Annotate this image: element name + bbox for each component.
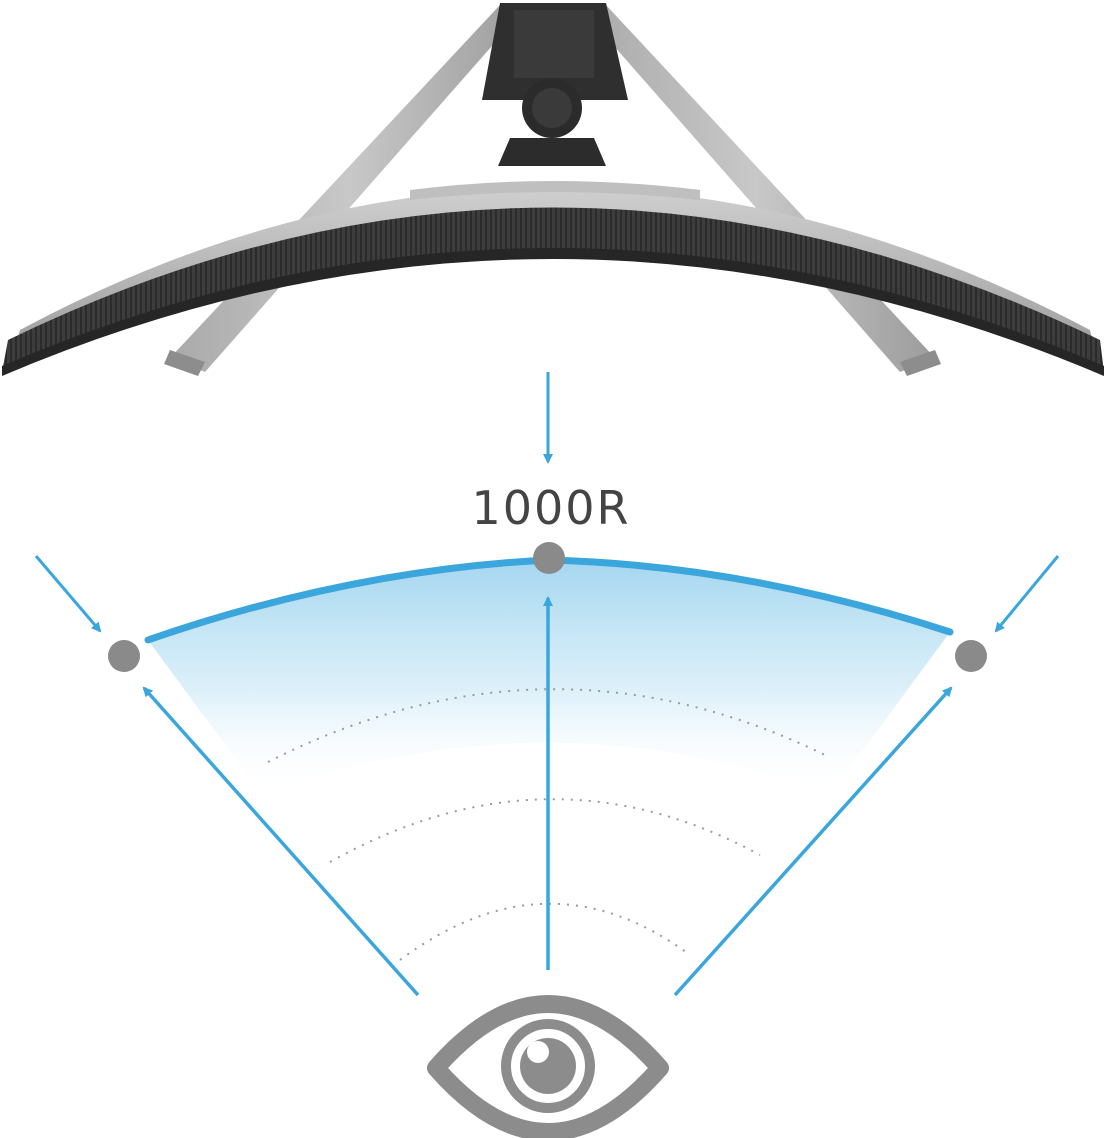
stand-neck-inner bbox=[514, 10, 594, 78]
sight-lines bbox=[142, 596, 953, 997]
focal-point-right bbox=[955, 640, 987, 672]
monitor-back-ridge bbox=[410, 181, 700, 200]
curved-monitor-icon bbox=[2, 3, 1104, 376]
eye-outline bbox=[427, 995, 669, 1138]
outer-arrow-left bbox=[34, 555, 102, 633]
outer-arrow-right bbox=[994, 555, 1060, 633]
eye-pupil bbox=[520, 1038, 576, 1094]
stand-mount bbox=[498, 138, 606, 166]
monitor-bottom-edge bbox=[2, 248, 1104, 376]
distance-arc-3 bbox=[399, 902, 691, 961]
stand-foot-left bbox=[164, 350, 205, 376]
distance-arcs bbox=[267, 688, 826, 961]
distance-arc-1 bbox=[267, 688, 826, 763]
eye-highlight bbox=[527, 1041, 549, 1063]
sight-line-right bbox=[673, 686, 953, 997]
stand-hinge-inner bbox=[532, 88, 572, 128]
stand-foot-right bbox=[900, 350, 941, 376]
monitor-front-bezel bbox=[2, 207, 1104, 372]
curvature-label: 1000R bbox=[471, 481, 630, 535]
distance-arc-2 bbox=[329, 798, 761, 863]
focal-point-center bbox=[533, 542, 565, 574]
monitor-back-panel bbox=[8, 187, 1100, 370]
eye-icon bbox=[427, 995, 669, 1138]
sight-line-left bbox=[142, 686, 420, 997]
focal-point-left bbox=[108, 640, 140, 672]
